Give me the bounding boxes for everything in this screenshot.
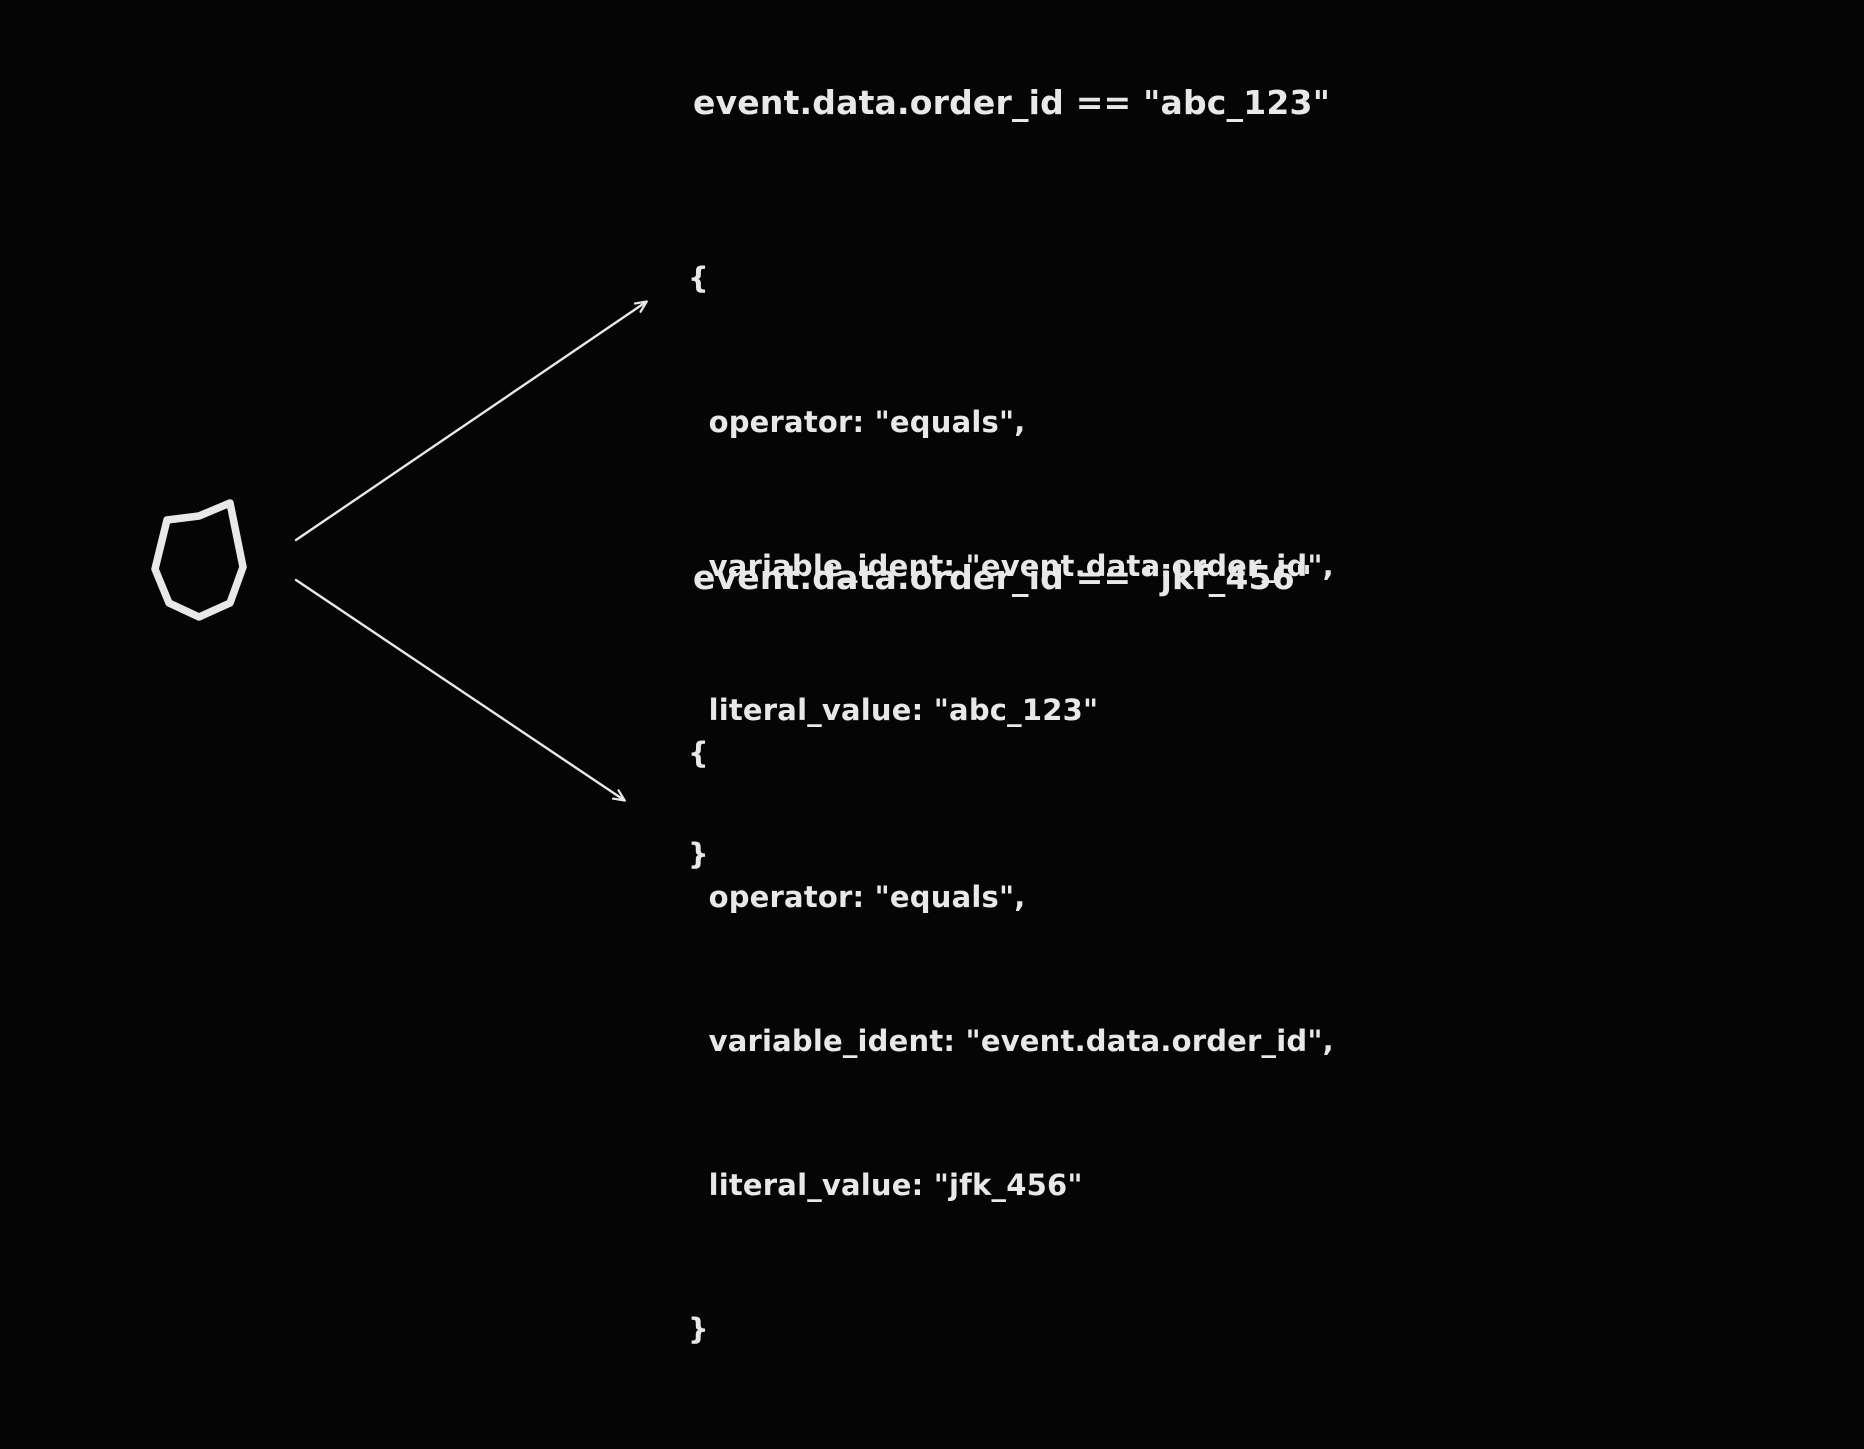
code-line: } (688, 837, 709, 871)
code-line: operator: "equals", (688, 405, 1026, 439)
code-line: variable_ident: "event.data.order_id", (688, 549, 1334, 583)
edge-to-branch-1[interactable] (294, 302, 646, 542)
code-line: operator: "equals", (688, 880, 1026, 914)
code-line: } (688, 1312, 709, 1346)
diagram-canvas: event.data.order_id == "abc_123" { opera… (151, 83, 1334, 1346)
branch-2-heading: event.data.order_id == "jkf_456" (693, 558, 1313, 597)
code-line: { (688, 736, 709, 770)
code-line: { (688, 261, 709, 295)
code-line: literal_value: "jfk_456" (688, 1168, 1083, 1202)
code-line: variable_ident: "event.data.order_id", (688, 1024, 1334, 1058)
branch-1-code-block: { operator: "equals", variable_ident: "e… (688, 158, 1334, 974)
code-line: literal_value: "abc_123" (688, 693, 1099, 727)
edge-to-branch-2[interactable] (294, 578, 624, 800)
branch-2-code-block: { operator: "equals", variable_ident: "e… (688, 633, 1334, 1449)
branch-1-heading: event.data.order_id == "abc_123" (693, 83, 1331, 122)
condition-group-node-icon[interactable] (151, 499, 247, 621)
